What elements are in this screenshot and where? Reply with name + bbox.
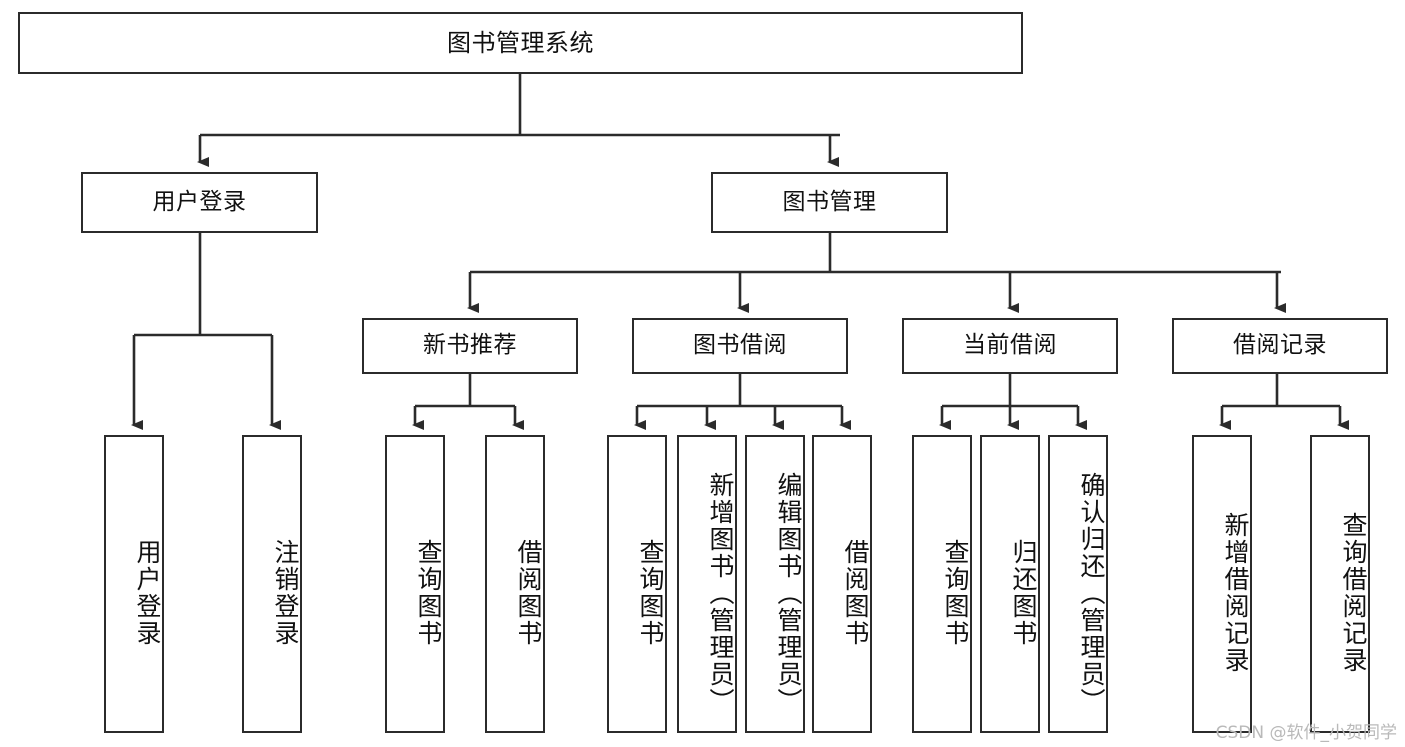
node-label: 查询图书 [941, 539, 970, 647]
leaf-current-return-book[interactable]: 归还图书 [980, 435, 1040, 733]
leaf-record-query[interactable]: 查询借阅记录 [1310, 435, 1370, 733]
node-label: 新书推荐 [423, 332, 517, 359]
node-new-book-recommend[interactable]: 新书推荐 [362, 318, 578, 374]
node-current-borrow[interactable]: 当前借阅 [902, 318, 1118, 374]
node-label: 图书借阅 [693, 332, 787, 359]
node-label: 查询图书 [636, 539, 665, 647]
leaf-borrow-borrow-book[interactable]: 借阅图书 [812, 435, 872, 733]
node-label: 新增图书（管理员） [706, 471, 735, 715]
node-user-login[interactable]: 用户登录 [81, 172, 318, 233]
leaf-logout[interactable]: 注销登录 [242, 435, 302, 733]
leaf-new-book-query[interactable]: 查询图书 [385, 435, 445, 733]
node-label: 借阅图书 [514, 539, 543, 647]
node-label: 归还图书 [1009, 539, 1038, 647]
node-label: 确认归还（管理员） [1077, 471, 1106, 715]
node-label: 当前借阅 [963, 332, 1057, 359]
node-root-system[interactable]: 图书管理系统 [18, 12, 1023, 74]
node-label: 用户登录 [152, 188, 247, 215]
node-book-borrow[interactable]: 图书借阅 [632, 318, 848, 374]
leaf-borrow-add-book-admin[interactable]: 新增图书（管理员） [677, 435, 737, 733]
watermark-text: CSDN @软件_小贺同学 [1215, 723, 1397, 743]
node-label: 图书管理 [782, 188, 877, 215]
node-label: 查询借阅记录 [1339, 512, 1368, 674]
node-label: 查询图书 [414, 539, 443, 647]
leaf-current-confirm-return-admin[interactable]: 确认归还（管理员） [1048, 435, 1108, 733]
node-label: 用户登录 [133, 539, 162, 647]
leaf-current-query-book[interactable]: 查询图书 [912, 435, 972, 733]
node-label: 借阅图书 [841, 539, 870, 647]
node-label: 注销登录 [271, 539, 300, 647]
node-book-management[interactable]: 图书管理 [711, 172, 948, 233]
node-borrow-record[interactable]: 借阅记录 [1172, 318, 1388, 374]
node-label: 图书管理系统 [447, 28, 594, 57]
leaf-borrow-edit-book-admin[interactable]: 编辑图书（管理员） [745, 435, 805, 733]
leaf-record-add[interactable]: 新增借阅记录 [1192, 435, 1252, 733]
node-label: 新增借阅记录 [1221, 512, 1250, 674]
leaf-user-login[interactable]: 用户登录 [104, 435, 164, 733]
leaf-new-book-borrow[interactable]: 借阅图书 [485, 435, 545, 733]
node-label: 借阅记录 [1233, 332, 1327, 359]
node-label: 编辑图书（管理员） [774, 471, 803, 715]
leaf-borrow-query-book[interactable]: 查询图书 [607, 435, 667, 733]
